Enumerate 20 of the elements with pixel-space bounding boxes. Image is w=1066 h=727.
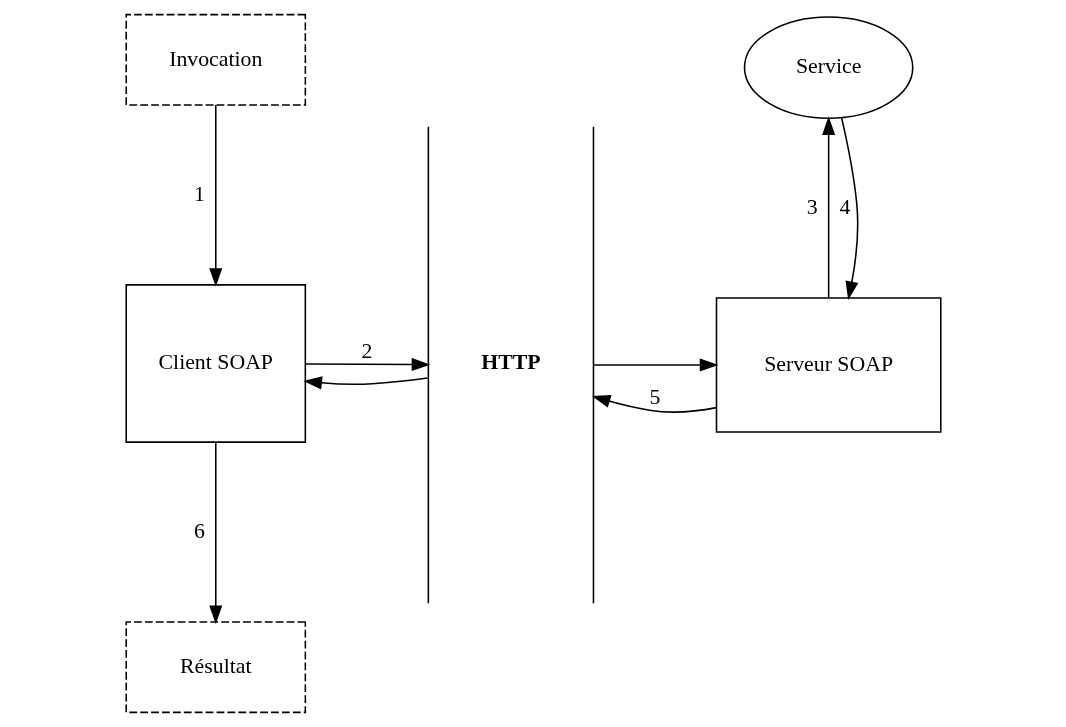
node-text: HTTP [480,350,541,375]
arrow [208,104,222,287]
edge-label: 4 [839,194,850,219]
edge-label: 1 [193,181,205,206]
node-box: Invocation [124,13,306,106]
arrow [840,117,858,301]
edge-label: 6 [193,518,205,543]
node-ellipse: Service [743,16,913,119]
node-box: Serveur SOAP [715,297,942,433]
arrow [304,358,430,372]
arrow [821,116,835,299]
edge-label: 3 [806,194,818,219]
edge-label: 5 [649,385,660,410]
arrow [208,441,222,625]
node-box: Client SOAP [124,284,306,443]
arrow [591,395,717,413]
node-box: Résultat [124,621,306,714]
arrow [302,376,428,390]
edge-label: 2 [360,338,372,363]
arrow [592,358,718,372]
